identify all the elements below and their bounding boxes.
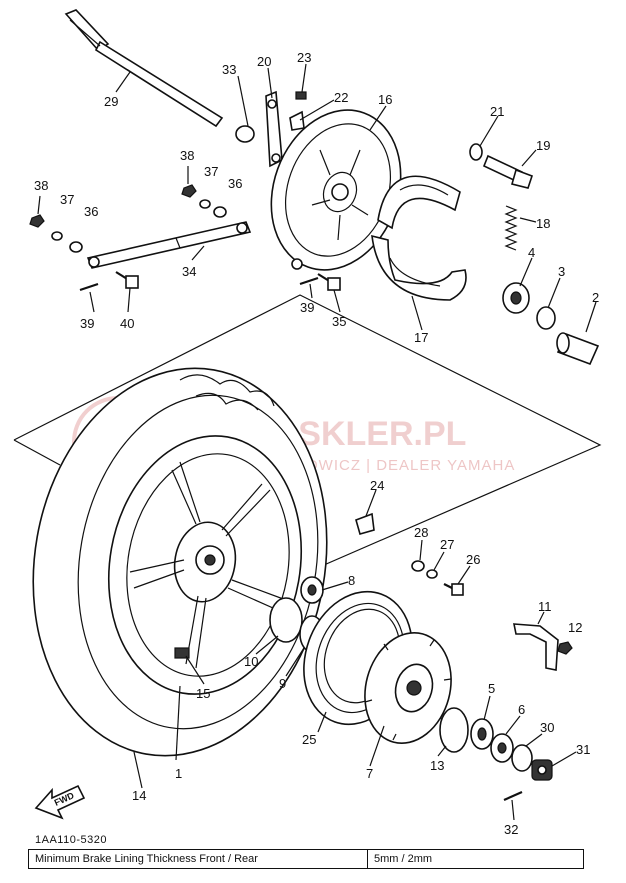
part-label-34: 34 [182,264,196,279]
washer [411,560,425,572]
bolt [295,91,307,100]
washer [213,206,227,218]
part-label-36: 36 [84,204,98,219]
part-label-18: 18 [536,216,550,231]
bolt [317,273,341,291]
part-label-28: 28 [414,525,428,540]
nut [29,214,45,228]
return-spring [504,205,518,251]
part-label-33: 33 [222,62,236,77]
oil-seal [536,306,556,330]
cam-lever [265,90,283,168]
oil-seal [511,744,533,772]
part-label-31: 31 [576,742,590,757]
part-label-27: 27 [440,537,454,552]
part-label-16: 16 [378,92,392,107]
part-label-4: 4 [528,245,535,260]
spec-table: Minimum Brake Lining Thickness Front / R… [28,849,584,869]
collar [556,332,600,366]
part-label-38: 38 [34,178,48,193]
part-number-labels: 1 2 3 4 5 6 7 8 9 10 11 12 13 14 15 16 1… [34,50,599,837]
part-label-2: 2 [592,290,599,305]
leader-lines [37,63,597,821]
part-label-7: 7 [366,766,373,781]
part-label-23: 23 [297,50,311,65]
part-label-39: 39 [300,300,314,315]
cast-wheel [107,435,303,695]
part-label-8: 8 [348,573,355,588]
part-label-6: 6 [518,702,525,717]
lock-washer [426,569,438,579]
o-ring [269,597,303,643]
bearing [470,718,494,750]
nut [557,641,573,655]
brake-shoes [371,175,467,301]
part-label-40: 40 [120,316,134,331]
cotter-pin [299,276,319,286]
bearing [300,576,324,604]
damper [174,647,190,659]
washer [235,125,255,143]
cotter-pin [79,282,99,292]
part-label-29: 29 [104,94,118,109]
part-label-12: 12 [568,620,582,635]
tab-washer [513,623,559,671]
axle-nut [531,759,553,781]
part-label-22: 22 [334,90,348,105]
wear-indicator [289,110,305,131]
assembly-guide-lines [13,294,602,596]
part-label-5: 5 [488,681,495,696]
circlip [439,707,469,753]
part-label-36: 36 [228,176,242,191]
part-label-37: 37 [204,164,218,179]
bolt [115,271,139,289]
catalog-number: 1AA110-5320 [35,834,107,846]
part-label-13: 13 [430,758,444,773]
part-label-19: 19 [536,138,550,153]
spec-value: 5mm / 2mm [374,853,433,865]
forward-direction-arrow: FWD [34,784,86,820]
bearing [502,282,530,314]
part-label-10: 10 [244,654,258,669]
camshaft [482,154,534,189]
driven-sprocket [364,632,452,744]
torque-rod [86,221,252,269]
part-label-14: 14 [132,788,146,803]
bearing [490,733,514,763]
part-label-20: 20 [257,54,271,69]
part-label-38: 38 [180,148,194,163]
washer [469,143,483,161]
part-label-3: 3 [558,264,565,279]
bolt [443,583,464,596]
part-label-9: 9 [279,676,286,691]
part-label-39: 39 [80,316,94,331]
washer [69,241,83,253]
part-label-30: 30 [540,720,554,735]
part-label-21: 21 [490,104,504,119]
part-label-24: 24 [370,478,384,493]
part-label-15: 15 [196,686,210,701]
part-label-35: 35 [332,314,346,329]
part-label-25: 25 [302,732,316,747]
spec-label: Minimum Brake Lining Thickness Front / R… [29,850,368,868]
part-label-11: 11 [538,599,552,614]
lock-plate [355,512,375,535]
cotter-pin [503,790,523,802]
lock-washer [199,199,211,209]
part-label-1: 1 [175,766,182,781]
part-label-17: 17 [414,330,428,345]
lock-washer [51,231,63,241]
axle [64,9,224,128]
nut [181,184,197,198]
part-label-26: 26 [466,552,480,567]
part-label-37: 37 [60,192,74,207]
part-label-32: 32 [504,822,518,837]
